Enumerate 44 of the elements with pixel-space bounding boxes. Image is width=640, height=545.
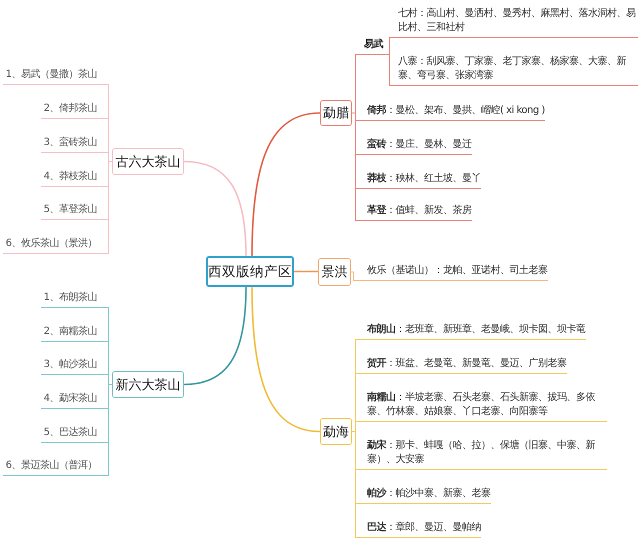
connector-line [388, 54, 390, 86]
subtopic-label: 2、倚邦茶山 [40, 102, 108, 119]
subtopic-label: 1、布朗茶山 [40, 291, 108, 308]
subtopic-label: 勐宋：那卡、蚌嘎（哈、拉）、保塘（旧寨、中寨、新寨）、大安寨 [356, 439, 607, 470]
connector-line [352, 112, 356, 221]
connector-line [388, 37, 390, 55]
subtopic-label: 4、勐宋茶山 [40, 392, 108, 409]
connector-line [251, 286, 320, 432]
connector-line [108, 384, 112, 476]
subtopic-label: 八寨：刮风寨、丁家寨、老丁家寨、杨家寨、大寨、新寨、弯弓寨、张家湾寨 [390, 55, 638, 86]
subtopic-label: 帕沙：帕沙中寨、新寨、老寨 [356, 487, 490, 504]
branch-topic-box: 景洪 [318, 258, 351, 286]
branch-topic-box: 古六大茶山 [112, 148, 184, 175]
subtopic-label: 莽枝：秧林、红土坡、曼丫 [356, 172, 481, 189]
subtopic-label: 倚邦：曼松、架布、曼拱、嶍崆( xi kong ) [356, 104, 545, 121]
connector-line [251, 112, 320, 256]
subtopic-label: 攸乐（基诺山）：龙帕、亚诺村、司土老寨 [354, 264, 548, 281]
subtopic-label: 4、莽枝茶山 [40, 170, 108, 187]
subtopic-label: 贺开：班盆、老曼竜、新曼竜、曼迈、广别老寨 [356, 357, 566, 374]
subtopic-label: 2、南糯茶山 [40, 325, 108, 342]
subtopic-label: 6、攸乐茶山（景洪） [2, 237, 108, 254]
central-topic-box: 西双版纳产区 [206, 256, 294, 287]
connector-line [184, 160, 247, 256]
subtopic-label: 巴达：章郎、曼迈、曼帕纳 [356, 521, 481, 538]
branch-topic-box: 勐腊 [320, 100, 352, 126]
subtopic-label: 布朗山：老班章、新班章、老曼峨、坝卡囡、坝卡竜 [356, 323, 586, 340]
subtopic-label: 3、帕沙茶山 [40, 358, 108, 375]
subtopic-label: 革登：值蚌、新发、茶房 [356, 204, 472, 221]
subtopic-label: 5、巴达茶山 [40, 426, 108, 443]
subtopic-label: 5、革登茶山 [40, 203, 108, 220]
branch-topic-box: 勐海 [320, 418, 352, 445]
subtopic-label: 6、景迈茶山（普洱） [2, 459, 108, 476]
connector-line [108, 161, 112, 254]
connector-line [350, 272, 354, 281]
branch-topic-box: 新六大茶山 [112, 371, 184, 398]
connector-line [184, 286, 247, 386]
connector-line [294, 270, 318, 272]
connector-line [352, 431, 356, 538]
subtopic-label: 南糯山：半坡老寨、石头老寨、石头新寨、拔玛、多依寨、竹林寨、姑娘寨、丫口老寨、向阳寨等 [356, 391, 607, 422]
subtopic-label: 1、易武（曼撒）茶山 [2, 68, 108, 85]
subtopic-label: 七村：高山村、曼洒村、曼秀村、麻黑村、落水洞村、易比村、三和社村 [390, 7, 638, 38]
subtopic-label: 易武 [356, 38, 389, 55]
subtopic-label: 蛮砖：曼庄、曼林、曼迁 [356, 138, 472, 155]
subtopic-label: 3、蛮砖茶山 [40, 136, 108, 153]
